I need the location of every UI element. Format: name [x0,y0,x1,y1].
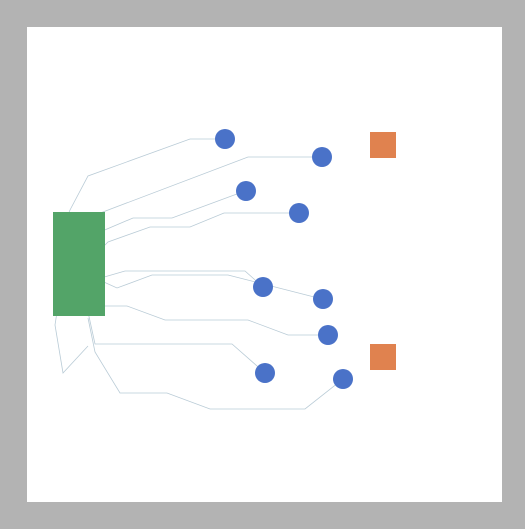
node-6 [313,289,333,309]
node-7 [318,325,338,345]
route-9 [87,317,344,410]
node-3 [236,181,256,201]
route-8 [87,311,266,374]
node-5 [253,277,273,297]
route-2 [94,156,322,216]
nodes-group [215,129,353,389]
node-9 [333,369,353,389]
route-7 [80,305,328,336]
node-2 [312,147,332,167]
node-1 [215,129,235,149]
node-4 [289,203,309,223]
terminal-top [370,132,396,158]
terminal-bottom [370,344,396,370]
canvas-background [27,27,502,502]
node-8 [255,363,275,383]
source-block [53,212,105,316]
